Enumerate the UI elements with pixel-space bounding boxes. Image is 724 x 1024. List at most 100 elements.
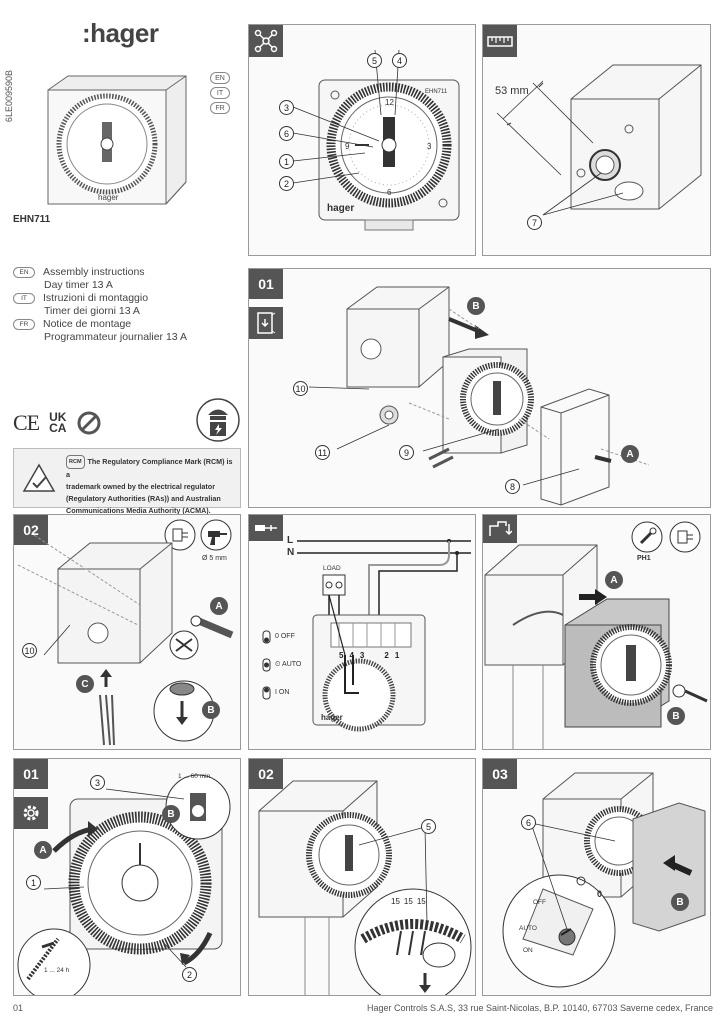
insert-module-drawing [484, 544, 708, 749]
svg-text:hager: hager [98, 193, 119, 202]
callout-1: 1 [279, 154, 294, 169]
load-label: LOAD [323, 565, 341, 572]
drill-icon [200, 519, 232, 551]
exploded-assembly-drawing [308, 286, 650, 506]
instr-subtitle-en: Day timer 13 A [44, 279, 113, 291]
segments-drawing [258, 780, 472, 995]
ruler-icon-badge [483, 25, 517, 57]
wiring-diagram-drawing [262, 539, 471, 732]
mode-off: 0 OFF [275, 633, 295, 640]
wire-label-n: N [287, 547, 295, 558]
mode-select-drawing [502, 772, 706, 988]
terminal-4: 4 [349, 651, 354, 660]
company-address: Hager Controls S.A.S, 33 rue Saint-Nicol… [366, 1003, 713, 1013]
product-illustration: hager [47, 75, 187, 205]
step-letter-b: B [162, 805, 180, 823]
box-drilling-drawing [17, 534, 234, 746]
panel-step-01-mount: 01 10 11 9 8 B A [248, 268, 711, 508]
screwdriver-icon [631, 521, 663, 553]
callout-8: 8 [505, 479, 520, 494]
svg-text:12: 12 [385, 98, 394, 107]
rcm-line-3: (Regulatory Authorities (RAs)) and Austr… [66, 494, 221, 503]
position-off-label: OFF [533, 899, 546, 906]
instr-title-fr: Notice de montage [43, 318, 132, 330]
instr-subtitle-fr: Programmateur journalier 13 A [44, 331, 187, 343]
panel-wiring: L N LOAD 5 4 3 2 1 0 OFF ⏲ AUTO I ON hag… [248, 514, 476, 750]
segment-tick-3: 15 [416, 897, 426, 906]
callout-6: 6 [521, 815, 536, 830]
step-letter-b: B [671, 893, 689, 911]
wiring-check-icon [669, 521, 701, 553]
callout-6: 6 [279, 126, 294, 141]
timer-front-drawing: 12 6 3 9 [292, 49, 460, 231]
lang-badge-fr: FR [13, 318, 35, 330]
step-letter-a: A [621, 445, 639, 463]
step-number: 01 [249, 269, 283, 299]
insert-module-icon [489, 521, 512, 536]
wire-label-l: L [287, 535, 294, 546]
mounting-icon-badge [249, 307, 283, 339]
lang-tag-en: EN [210, 72, 230, 84]
callout-4: 4 [392, 53, 407, 68]
terminal-1: 1 [394, 651, 400, 660]
certification-marks: CE UK CA [13, 410, 102, 436]
lang-tag-fr: FR [210, 102, 230, 114]
callout-2: 2 [182, 967, 197, 982]
segment-tick-1: 15 [391, 897, 400, 906]
callout-3: 3 [90, 775, 105, 790]
svg-text:6: 6 [387, 188, 392, 197]
rcm-triangle-icon [22, 463, 56, 492]
step-number: 02 [249, 759, 283, 789]
callout-10: 10 [22, 643, 37, 658]
components-icon-badge [249, 25, 283, 57]
terminal-2: 2 [384, 651, 389, 660]
svg-text:3: 3 [427, 142, 432, 151]
ruler-icon [487, 36, 513, 47]
callout-2: 2 [279, 176, 294, 191]
mode-auto-label: AUTO [282, 661, 302, 668]
wiring-icon-badge [249, 515, 283, 541]
tool-label: PH1 [637, 555, 651, 562]
cable-icon [255, 525, 277, 531]
position-auto-label: AUTO [519, 925, 537, 932]
mode-off-symbol: 0 [275, 633, 279, 640]
mode-auto-symbol: ⏲ [275, 661, 281, 668]
zero-mark: 0 [597, 889, 603, 899]
recycling-symbol-icon [77, 411, 101, 435]
components-icon [254, 29, 278, 53]
panel-step-02-drill: 02 Ø 5 mm 10 A B C [13, 514, 241, 750]
callout-5: 5 [367, 53, 382, 68]
mode-on-symbol: I [275, 689, 277, 696]
hager-logo: :hager [82, 18, 159, 48]
position-on-label: ON [523, 947, 533, 954]
terminal-numbers: 5 4 3 2 1 [339, 651, 399, 660]
step-letter-b: B [667, 707, 685, 725]
lang-tag-it: IT [210, 87, 230, 99]
panel-segments: 02 5 15 15 15 [248, 758, 476, 996]
page-number: 01 [13, 1003, 24, 1013]
callout-3: 3 [279, 100, 294, 115]
mode-auto: ⏲ AUTO [275, 661, 301, 669]
callout-11: 11 [315, 445, 330, 460]
dimension-label: 53 mm [495, 85, 529, 97]
step-letter-a: A [34, 841, 52, 859]
rcm-line-2: trademark owned by the electrical regula… [66, 482, 215, 491]
rcm-line-1: The Regulatory Compliance Mark (RCM) is … [66, 456, 233, 479]
range-minutes-label: 1 ... 60 min [178, 773, 211, 780]
panel-overview: 12 6 3 9 5 4 3 6 1 2 EHN711 hager [248, 24, 476, 256]
ce-mark: CE [13, 410, 40, 435]
step-number: 02 [14, 515, 48, 545]
svg-text:9: 9 [345, 142, 350, 151]
callout-10: 10 [293, 381, 308, 396]
back-box-drawing [496, 64, 702, 216]
mode-on: I ON [275, 689, 289, 696]
product-code: EHN711 [13, 214, 51, 225]
set-time-drawing [17, 774, 231, 995]
rcm-line-4: Communications Media Authority (ACMA). [66, 506, 211, 515]
terminal-5: 5 [339, 651, 344, 660]
instr-subtitle-it: Timer dei giorni 13 A [44, 305, 140, 317]
drill-size-label: Ø 5 mm [202, 555, 227, 562]
panel-mode-select: 03 6 B OFF AUTO ON 0 [482, 758, 711, 996]
